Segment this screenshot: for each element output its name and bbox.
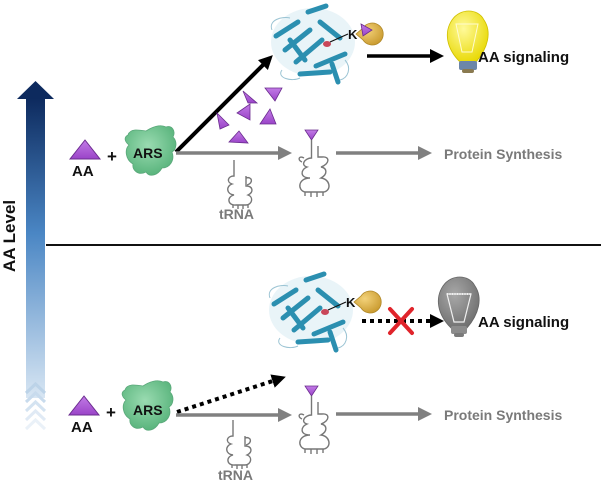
aa-on-trna bbox=[304, 129, 319, 141]
signaling-arrow-to-protein bbox=[174, 55, 273, 154]
target-protein bbox=[270, 3, 355, 85]
trna-free bbox=[227, 160, 253, 209]
free-aa-triangle bbox=[264, 87, 283, 102]
axis-arrowhead bbox=[17, 81, 54, 99]
kinase-k: K bbox=[346, 290, 382, 314]
kinase-label: K bbox=[346, 295, 356, 310]
aa-triangle bbox=[67, 395, 101, 416]
axis-label: AA Level bbox=[0, 200, 19, 272]
kinase-label: K bbox=[348, 27, 358, 42]
trna-label: tRNA bbox=[219, 206, 254, 222]
aa-triangle bbox=[68, 139, 102, 160]
trna-free bbox=[226, 420, 252, 469]
free-aa-cluster bbox=[216, 87, 283, 144]
free-aa-triangle bbox=[259, 108, 277, 125]
panel-high-aa: AA + ARS tRNA bbox=[68, 3, 569, 222]
panel-low-aa: AA + ARS tRNA Protein Synthesis bbox=[67, 271, 569, 483]
kinase-k: K bbox=[348, 22, 384, 46]
aa-signaling-label: AA signaling bbox=[478, 49, 569, 66]
plus-sign: + bbox=[106, 403, 116, 422]
aa-on-trna bbox=[304, 385, 319, 397]
aa-bound-kinase bbox=[360, 23, 373, 37]
free-aa-triangle bbox=[242, 90, 259, 104]
lightbulb-off-icon bbox=[437, 276, 480, 337]
trna-charged bbox=[298, 140, 330, 197]
plus-sign: + bbox=[107, 147, 117, 166]
free-aa-triangle bbox=[216, 111, 230, 130]
aa-label: AA bbox=[71, 419, 93, 436]
weak-signaling-arrow bbox=[176, 374, 286, 414]
free-aa-triangle bbox=[228, 130, 249, 144]
ars-enzyme bbox=[121, 380, 174, 431]
lightbulb-on-icon bbox=[446, 10, 489, 73]
free-aa-triangle bbox=[236, 103, 251, 121]
ars-label: ARS bbox=[133, 145, 163, 161]
aa-level-axis: AA Level bbox=[0, 81, 54, 431]
protein-synthesis-label: Protein Synthesis bbox=[444, 146, 562, 162]
aa-label: AA bbox=[72, 163, 94, 180]
trna-charged bbox=[298, 396, 330, 454]
block-x-icon bbox=[388, 307, 414, 335]
protein-synthesis-label: Protein Synthesis bbox=[444, 407, 562, 423]
ars-label: ARS bbox=[133, 402, 163, 418]
axis-shaft bbox=[26, 98, 45, 398]
target-protein bbox=[268, 271, 353, 353]
ars-enzyme bbox=[124, 125, 177, 176]
axis-fade-chevrons bbox=[24, 381, 47, 431]
aa-signaling-label: AA signaling bbox=[478, 314, 569, 331]
trna-label: tRNA bbox=[218, 467, 253, 483]
